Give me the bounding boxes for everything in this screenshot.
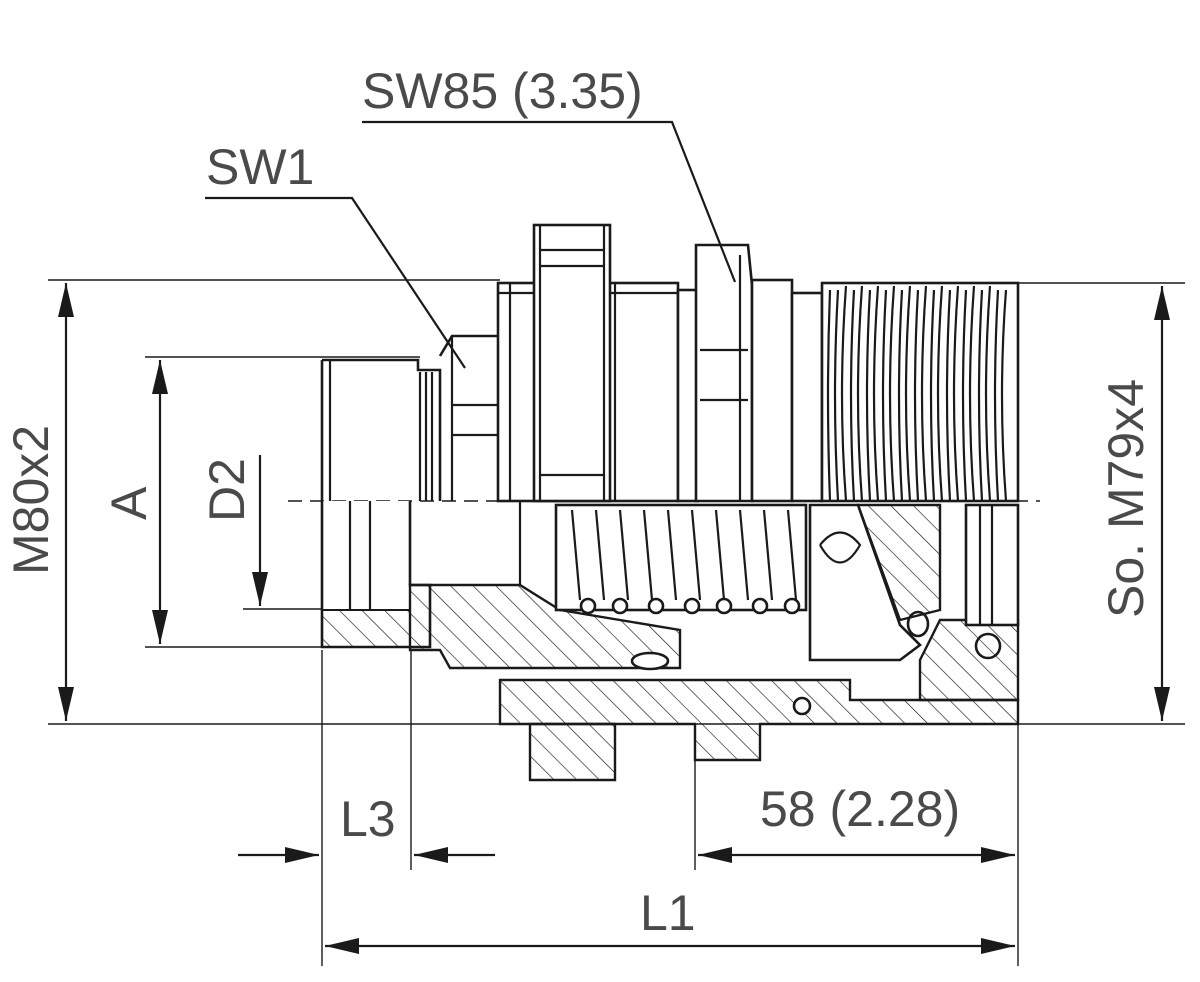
sw85-label: SW85 (3.35)	[362, 63, 643, 119]
so-m79x4-label: So. M79x4	[1098, 379, 1154, 618]
fitting-body	[320, 223, 1020, 503]
labels: SW85 (3.35) SW1 M80x2 A D2 So. M79x4 L3 …	[3, 63, 1154, 941]
dim-58-label: 58 (2.28)	[760, 781, 960, 837]
d2-label: D2	[199, 458, 255, 522]
l1-label: L1	[640, 885, 696, 941]
a-label: A	[101, 486, 157, 520]
spring	[554, 503, 808, 615]
section-view	[320, 501, 1020, 782]
sw1-leader	[205, 196, 466, 369]
l3-label: L3	[340, 791, 396, 847]
m80x2-label: M80x2	[3, 425, 59, 575]
sw85-leader	[362, 120, 737, 283]
thread-lines	[826, 285, 1008, 502]
dimensions	[58, 120, 1170, 954]
sw1-label: SW1	[206, 139, 314, 195]
